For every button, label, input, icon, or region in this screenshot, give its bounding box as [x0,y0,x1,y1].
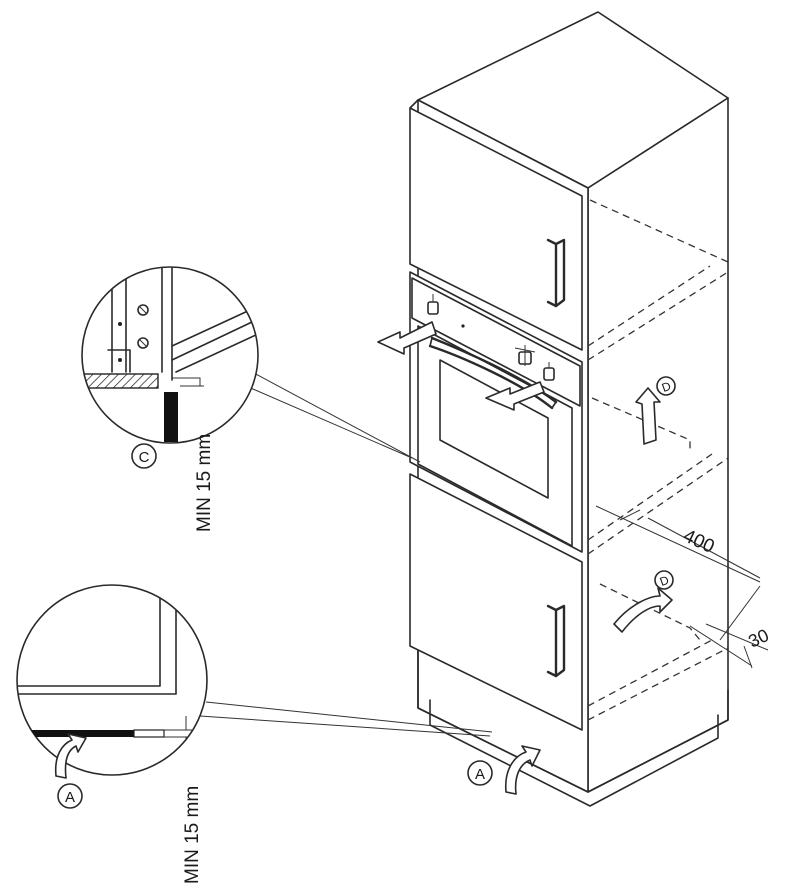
svg-text:A: A [65,789,75,806]
hidden-shelf-mid [587,453,729,555]
lower-door-handle[interactable] [546,604,566,678]
detail-a-view [16,584,208,779]
hidden-shelf-low [587,639,729,721]
airflow-arrow-out [377,321,437,355]
min-clearance-bottom-label: MIN 15 mm [182,786,203,884]
min-clearance-top-label: MIN 15 mm [194,434,215,532]
airflow-arrow-curve-low [613,587,673,633]
detail-c-leader [245,371,421,463]
cabinet-plinth [417,639,729,807]
marker-d-mid: D [656,376,676,396]
marker-d-low: D [654,570,674,590]
airflow-arrow-in [485,381,545,411]
detail-a-leader [199,701,493,737]
airflow-arrow-bottom [504,745,541,795]
hidden-back-panel [589,199,729,641]
oven-control-panel [411,277,581,407]
hidden-shelf-upper [587,265,729,361]
oven-indicator-light [461,324,465,328]
oven-knob-center[interactable] [514,345,536,366]
airflow-arrow-up [635,387,661,445]
marker-c: C [131,443,157,469]
oven-knob-right[interactable] [543,362,555,381]
svg-text:A: A [475,766,485,783]
svg-text:C: C [139,449,150,466]
marker-a-detail: A [57,783,83,809]
lower-door-panel [409,473,583,731]
cabinet-side-face [587,97,729,793]
upper-door-handle[interactable] [546,238,566,308]
upper-door-panel [409,107,583,351]
svg-text:30: 30 [745,625,772,652]
detail-c-view [81,266,259,444]
oven-door-handle[interactable] [428,336,558,410]
detail-a-airflow-arrow [54,733,87,779]
tall-cabinet [409,11,729,807]
marker-a-main: A [467,760,493,786]
oven-knob-left[interactable] [427,294,439,315]
